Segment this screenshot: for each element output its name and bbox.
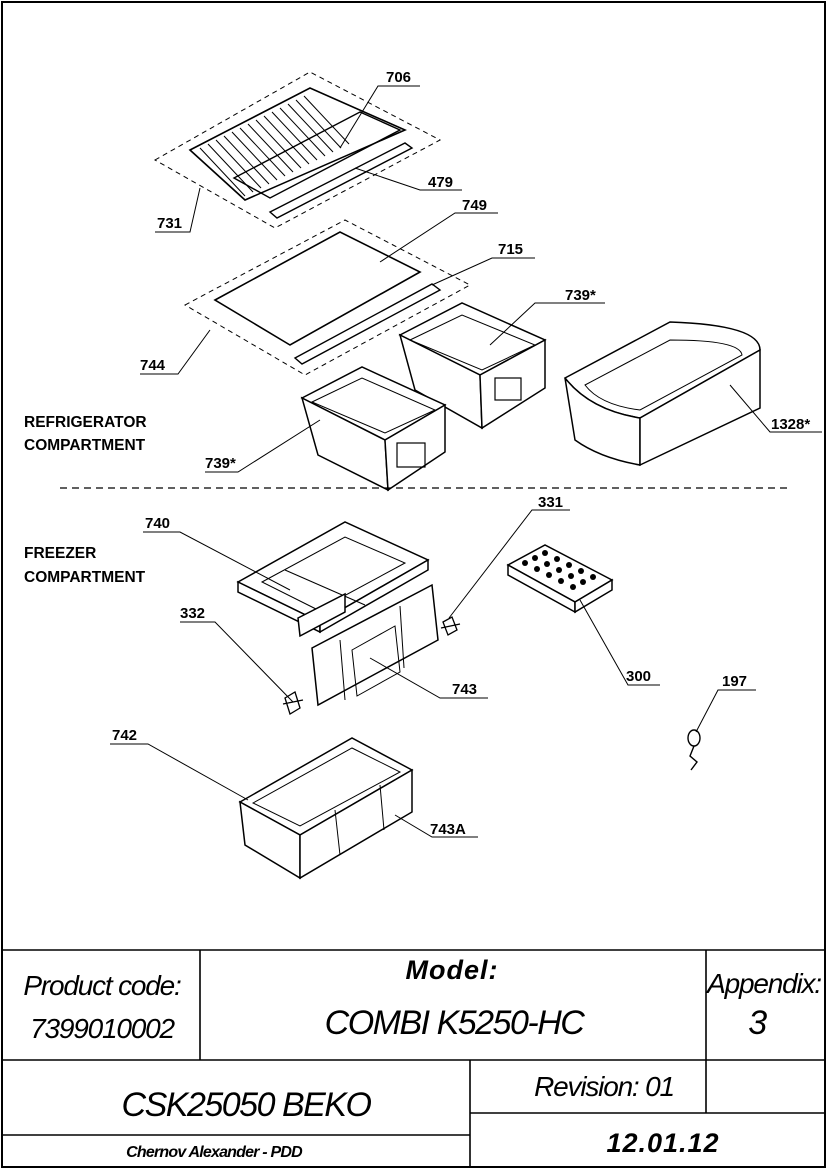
part-label-743A: 743A — [430, 821, 466, 838]
part-label-331: 331 — [538, 494, 563, 511]
ice-tray-300 — [506, 544, 614, 614]
rail-479 — [268, 142, 414, 219]
date: 12.01.12 — [606, 1128, 719, 1158]
shelf-wires — [199, 95, 350, 197]
document-code: CSK25050 BEKO — [122, 1086, 372, 1124]
part-label-332: 332 — [180, 605, 205, 622]
trim-715 — [293, 283, 442, 365]
part-labels: 706 479 731 749 715 739* 744 1328* 739* … — [112, 69, 810, 838]
door-bin-1328 — [563, 321, 761, 467]
glass-shelf-749 — [183, 219, 472, 376]
ice-scraper-197 — [687, 729, 701, 771]
part-label-300: 300 — [626, 668, 651, 685]
freezer-drawer-742 — [238, 737, 414, 880]
part-label-742: 742 — [112, 727, 137, 744]
refrigerator-label-line1: REFRIGERATOR — [24, 414, 147, 431]
wire-shelf-706 — [153, 71, 442, 229]
title-block — [2, 949, 825, 1167]
model-value: COMBI K5250-HC — [325, 1004, 586, 1042]
crisper-drawer-739-upper — [398, 302, 547, 430]
product-code-value: 7399010002 — [30, 1013, 175, 1044]
leader-lines — [110, 85, 822, 838]
part-label-749: 749 — [462, 197, 487, 214]
part-label-740: 740 — [145, 515, 170, 532]
model-label: Model: — [406, 955, 499, 985]
freezer-flap-743 — [311, 583, 439, 707]
appendix-label: Appendix: — [705, 968, 821, 999]
part-label-479: 479 — [428, 174, 453, 191]
freezer-label-line2: COMPARTMENT — [24, 569, 146, 586]
title-block-text: Product code: 7399010002 Model: COMBI K5… — [23, 955, 822, 1161]
section-labels: REFRIGERATOR COMPARTMENT FREEZER COMPART… — [24, 414, 147, 586]
ice-cube-cells — [522, 550, 596, 590]
author: Chernov Alexander - PDD — [126, 1144, 303, 1161]
group-outline-744 — [183, 219, 472, 376]
part-label-706: 706 — [386, 69, 411, 86]
part-label-739-upper: 739* — [565, 287, 596, 304]
freezer-label-line1: FREEZER — [24, 545, 96, 562]
part-label-715: 715 — [498, 241, 523, 258]
part-label-744: 744 — [140, 357, 166, 374]
part-label-739-lower: 739* — [205, 455, 236, 472]
part-label-731: 731 — [157, 215, 182, 232]
crisper-drawer-739-lower — [300, 366, 447, 492]
freezer-shelf-740 — [236, 521, 430, 638]
part-label-743: 743 — [452, 681, 477, 698]
appendix-value: 3 — [748, 1004, 767, 1042]
refrigerator-label-line2: COMPARTMENT — [24, 437, 146, 454]
product-code-label: Product code: — [23, 970, 181, 1001]
clip-331 — [440, 616, 461, 636]
revision: Revision: 01 — [534, 1071, 674, 1102]
part-label-1328: 1328* — [771, 416, 810, 433]
group-outline-731 — [153, 71, 442, 229]
part-label-197: 197 — [722, 673, 747, 690]
